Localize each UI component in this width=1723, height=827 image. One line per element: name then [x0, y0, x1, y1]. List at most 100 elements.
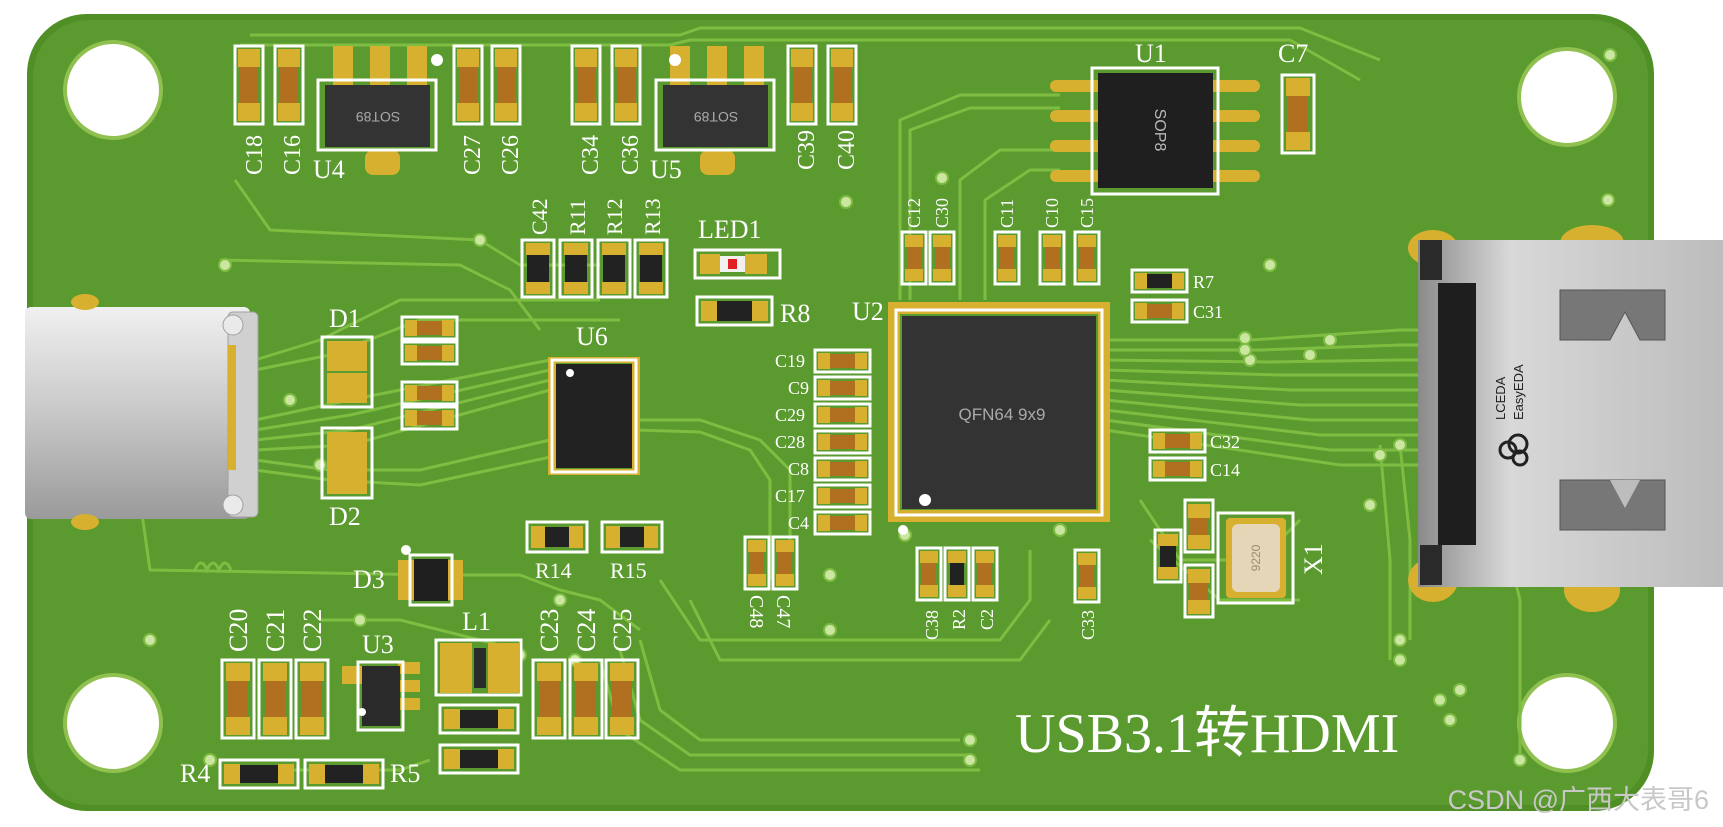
label-c21: C21: [261, 609, 290, 652]
watermark: CSDN @广西大表哥6: [1447, 785, 1709, 815]
label-c42: C42: [527, 198, 552, 235]
label-c48: C48: [745, 595, 767, 628]
c32-c14: [1148, 428, 1207, 482]
label-c24: C24: [572, 609, 601, 652]
hdmi-brand-line1: LCEDA: [1493, 376, 1508, 420]
u2-marking: QFN64 9x9: [959, 405, 1046, 424]
label-u4: U4: [313, 155, 345, 184]
label-c34: C34: [578, 135, 604, 175]
x1-marking: 9220: [1249, 544, 1263, 571]
hdmi-brand-line2: EasyEDA: [1511, 364, 1526, 420]
label-d3: D3: [353, 565, 385, 594]
label-r14: R14: [535, 558, 572, 583]
u5-marking: SOT89: [694, 109, 739, 125]
label-c10: C10: [1042, 198, 1062, 228]
traces: [138, 26, 1522, 772]
label-led1: LED1: [698, 215, 762, 244]
d3-diode-array: [398, 545, 463, 607]
r4-r5: [218, 758, 385, 790]
c23-c25: [531, 658, 640, 740]
u2-left-caps: [813, 348, 872, 536]
label-c15: C15: [1077, 198, 1097, 228]
label-c23: C23: [535, 609, 564, 652]
label-r2: R2: [949, 609, 969, 630]
label-u3: U3: [362, 630, 394, 659]
label-c22: C22: [298, 609, 327, 652]
c20-c22: [220, 658, 330, 740]
label-c32: C32: [1210, 432, 1240, 452]
u6-chip: [548, 357, 640, 475]
label-c19: C19: [775, 351, 805, 371]
r11-r13-group: [520, 238, 669, 299]
l1-resistors: [438, 703, 520, 775]
board-title: USB3.1转HDMI: [1015, 703, 1399, 765]
label-u1: U1: [1135, 39, 1167, 68]
usb-c-connector: [25, 294, 259, 530]
r14-r15: [525, 520, 664, 554]
label-u5: U5: [650, 155, 682, 184]
label-l1: L1: [462, 607, 491, 636]
c48-c47: [743, 535, 799, 591]
r7-c31: [1130, 268, 1189, 324]
led1-component: [693, 248, 782, 280]
label-c11: C11: [997, 199, 1017, 228]
label-r7: R7: [1193, 272, 1214, 292]
label-c27: C27: [460, 135, 486, 175]
label-c7: C7: [1278, 39, 1308, 68]
label-c18: C18: [242, 135, 268, 175]
label-c38: C38: [922, 610, 942, 640]
label-d2: D2: [329, 502, 361, 531]
label-r4: R4: [180, 759, 210, 788]
label-u2: U2: [852, 297, 884, 326]
label-c12: C12: [904, 198, 924, 228]
label-c4: C4: [788, 513, 809, 533]
mounting-holes: [63, 40, 1617, 773]
top-capacitors: [233, 44, 1316, 155]
label-c39: C39: [794, 130, 820, 170]
label-x1: X1: [1299, 543, 1328, 575]
u2-qfn64: QFN64 9x9: [888, 302, 1110, 535]
u1-sop8: SOP8: [1050, 66, 1260, 196]
u3-ldo: [342, 660, 420, 732]
label-c26: C26: [498, 135, 524, 175]
filter-inductor: [193, 561, 233, 574]
label-u6: U6: [576, 322, 608, 351]
label-d1: D1: [329, 304, 361, 333]
u4-marking: SOT89: [356, 109, 401, 125]
u2-bottom-caps: [915, 546, 1101, 604]
label-c31: C31: [1193, 302, 1223, 322]
x1-crystal: 9220: [1153, 498, 1295, 619]
label-c16: C16: [280, 135, 306, 175]
label-c2: C2: [977, 609, 997, 630]
u5-regulator: SOT89: [654, 46, 776, 175]
label-c20: C20: [224, 609, 253, 652]
easyeda-cloud-icon: [1498, 433, 1529, 467]
u2-top-caps: [900, 230, 1101, 286]
label-c30: C30: [932, 198, 952, 228]
label-c33: C33: [1078, 610, 1098, 640]
label-c36: C36: [618, 135, 644, 175]
l1-inductor: [434, 638, 523, 697]
label-r5: R5: [390, 759, 420, 788]
label-r13: R13: [640, 198, 665, 235]
label-c9: C9: [788, 378, 809, 398]
label-c28: C28: [775, 432, 805, 452]
label-r8: R8: [780, 299, 810, 328]
label-c17: C17: [775, 486, 805, 506]
label-c47: C47: [772, 595, 794, 628]
label-c14: C14: [1210, 460, 1240, 480]
hdmi-connector: LCEDA EasyEDA: [1408, 225, 1723, 612]
d1-d2-protection: [320, 315, 459, 500]
label-r11: R11: [565, 199, 590, 235]
r8-component: [695, 295, 774, 327]
silkscreen-labels: U1 C7 U4 U5 C18 C16 C27 C26 C34 C36 C39 …: [180, 39, 1399, 788]
label-r15: R15: [610, 558, 647, 583]
label-c29: C29: [775, 405, 805, 425]
u1-marking: SOP8: [1151, 109, 1168, 152]
label-c8: C8: [788, 459, 809, 479]
label-c40: C40: [834, 130, 860, 170]
u4-regulator: SOT89: [316, 46, 443, 175]
label-r12: R12: [602, 198, 627, 235]
